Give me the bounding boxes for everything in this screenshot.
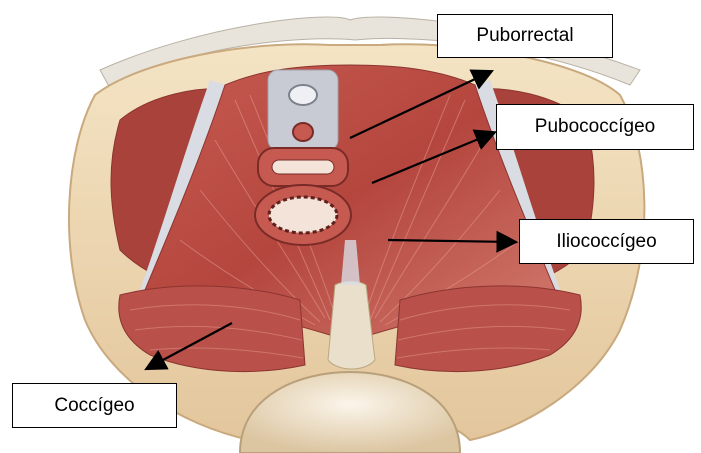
- label-iliococcigeo: Iliococcígeo: [519, 219, 694, 264]
- vaginal-lumen: [272, 160, 334, 174]
- label-pubococcigeo: Pubococcígeo: [496, 104, 694, 150]
- label-coccigeo: Coccígeo: [12, 383, 177, 428]
- label-puborrectal: Puborrectal: [437, 14, 613, 58]
- anal-canal: [269, 197, 337, 233]
- urethra: [289, 85, 317, 105]
- urethral-opening: [293, 123, 313, 141]
